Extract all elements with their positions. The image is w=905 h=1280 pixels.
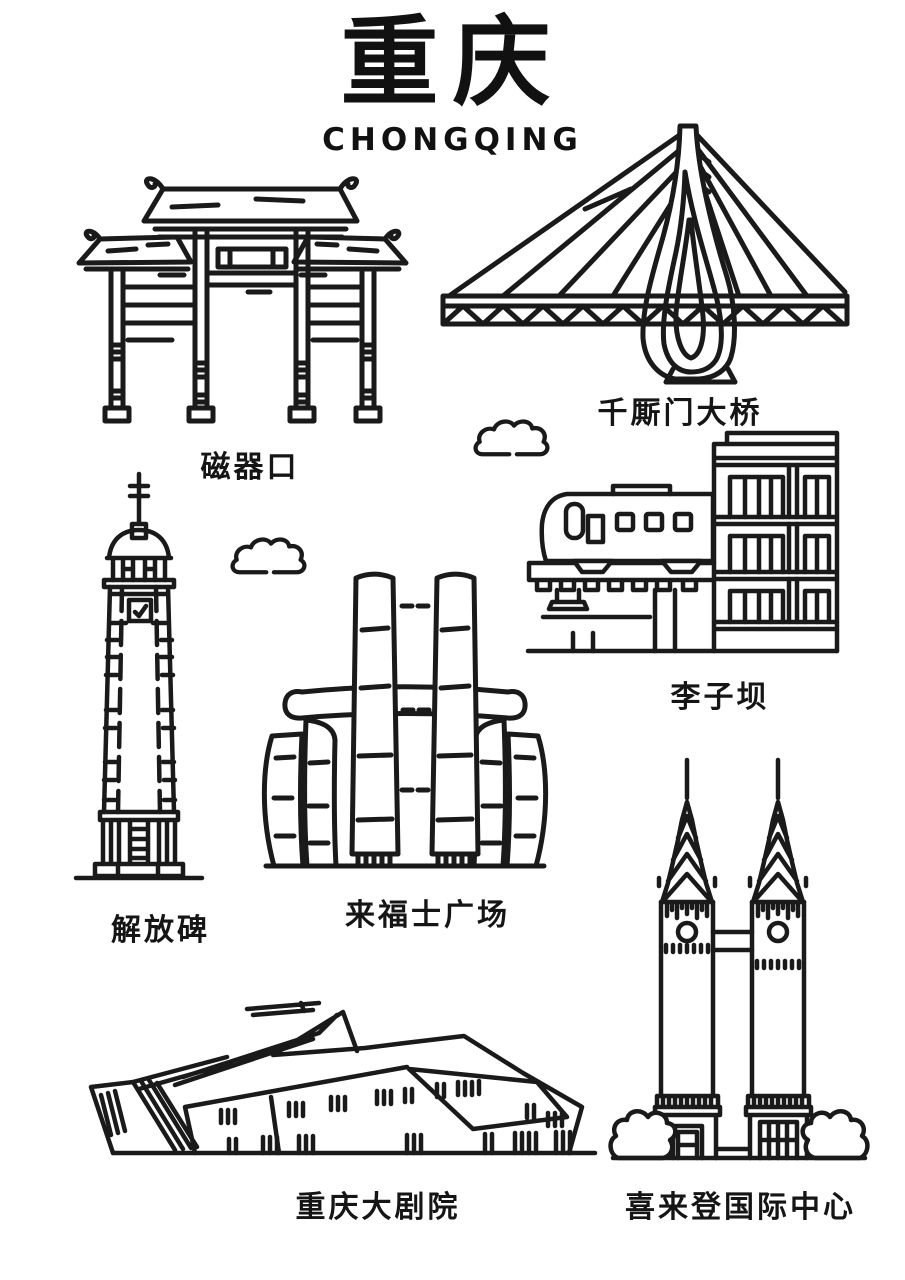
liziba-label: 李子坝 — [670, 680, 770, 715]
page-title: 重庆 — [340, 6, 565, 120]
cloud-icon — [473, 419, 550, 457]
liziba-building — [711, 430, 840, 654]
grand-theatre-label: 重庆大剧院 — [295, 1190, 461, 1225]
cloud-icon — [230, 537, 307, 575]
bush-left — [608, 1109, 678, 1161]
qiansimen-bridge-label: 千厮门大桥 — [597, 396, 763, 431]
ciqikou-label: 磁器口 — [200, 450, 300, 485]
jiefangbei-tower-drawing — [73, 471, 205, 881]
raffles-city-label: 来福士广场 — [345, 898, 510, 933]
sheraton-center-drawing — [608, 757, 870, 1161]
liziba-monorail-drawing — [525, 430, 840, 654]
jiefangbei-label: 解放碑 — [111, 913, 210, 948]
sheraton-center-label: 喜来登国际中心 — [625, 1190, 856, 1225]
ciqikou-gate-drawing — [76, 176, 409, 424]
bush-right — [800, 1109, 870, 1161]
grand-theatre-drawing — [88, 1000, 598, 1156]
raffles-city-drawing — [261, 571, 549, 869]
page-subtitle: CHONGQING — [322, 122, 583, 158]
qiansimen-bridge-drawing — [440, 123, 850, 385]
